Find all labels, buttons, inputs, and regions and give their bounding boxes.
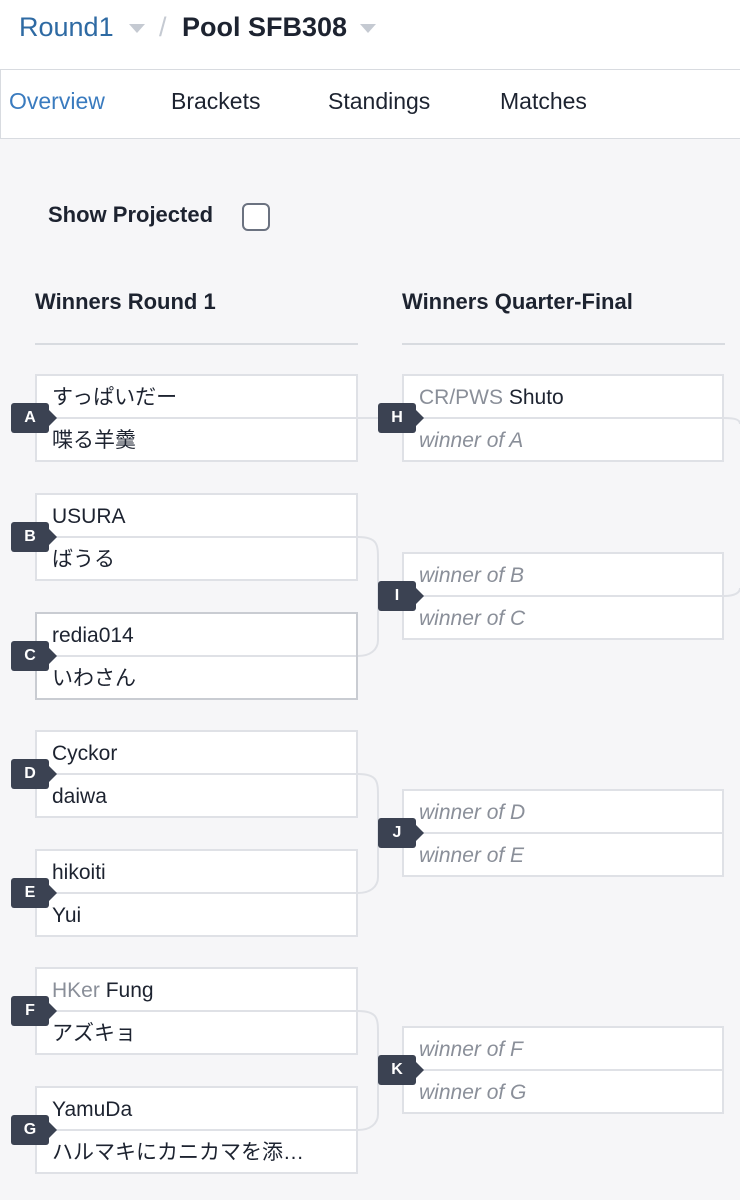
match-c-player-2[interactable]: いわさん	[52, 667, 136, 690]
match-j-player-2[interactable]: winner of E	[419, 844, 525, 867]
match-i[interactable]: winner of B winner of C	[402, 552, 724, 640]
match-h[interactable]: CR/PWS Shuto winner of A	[402, 374, 724, 462]
match-i-badge: I	[378, 581, 424, 611]
connector-out-h	[723, 417, 740, 425]
match-b-player-2[interactable]: ばうる	[52, 548, 115, 571]
pool-selector[interactable]: Pool SFB308	[182, 12, 348, 42]
match-e[interactable]: hikoiti Yui	[35, 849, 358, 937]
connector-out-i	[723, 587, 740, 597]
connector-d-e	[357, 773, 379, 894]
match-g-player-2[interactable]: ハルマキにカニカマを添…	[52, 1141, 304, 1164]
match-f-badge: F	[11, 996, 57, 1026]
match-k[interactable]: winner of F winner of G	[402, 1026, 724, 1114]
tab-matches[interactable]: Matches	[500, 88, 587, 114]
match-i-player-2[interactable]: winner of C	[419, 607, 526, 630]
round-title-winners-quarter-final: Winners Quarter-Final	[402, 289, 633, 314]
match-a[interactable]: すっぱいだー 喋る羊羹	[35, 374, 358, 462]
tab-standings[interactable]: Standings	[328, 88, 431, 114]
player-team-prefix: HKer	[52, 979, 100, 1002]
chevron-down-icon[interactable]	[129, 24, 145, 33]
match-b-player-1[interactable]: USURA	[37, 495, 356, 538]
match-d-badge: D	[11, 759, 57, 789]
match-d-player-1[interactable]: Cyckor	[37, 732, 356, 775]
player-team-prefix: CR/PWS	[419, 386, 503, 409]
round-selector[interactable]: Round1	[19, 12, 114, 42]
match-k-player-1[interactable]: winner of F	[404, 1028, 722, 1071]
match-e-player-1[interactable]: hikoiti	[37, 851, 356, 894]
match-g-badge: G	[11, 1115, 57, 1145]
breadcrumb-bar: Round1 / Pool SFB308	[0, 0, 740, 70]
match-j[interactable]: winner of D winner of E	[402, 789, 724, 877]
match-k-player-2[interactable]: winner of G	[419, 1081, 527, 1104]
match-c[interactable]: redia014 いわさん	[35, 612, 358, 700]
match-g[interactable]: YamuDa ハルマキにカニカマを添…	[35, 1086, 358, 1174]
match-h-badge: H	[378, 403, 424, 433]
match-c-player-1[interactable]: redia014	[37, 614, 356, 657]
match-h-player-2[interactable]: winner of A	[419, 429, 524, 452]
match-k-badge: K	[378, 1055, 424, 1085]
breadcrumb-separator: /	[159, 12, 167, 42]
match-b[interactable]: USURA ばうる	[35, 493, 358, 581]
match-c-badge: C	[11, 641, 57, 671]
match-g-player-1[interactable]: YamuDa	[37, 1088, 356, 1131]
show-projected-label: Show Projected	[48, 202, 214, 227]
chevron-down-icon[interactable]	[360, 24, 376, 33]
match-f[interactable]: HKer Fung アズキョ	[35, 967, 358, 1055]
match-d-player-2[interactable]: daiwa	[52, 785, 107, 808]
match-d[interactable]: Cyckor daiwa	[35, 730, 358, 818]
round-divider	[35, 343, 358, 345]
match-i-player-1[interactable]: winner of B	[404, 554, 722, 597]
match-j-badge: J	[378, 818, 424, 848]
show-projected-checkbox[interactable]	[242, 203, 270, 231]
round-divider	[402, 343, 725, 345]
tab-overview[interactable]: Overview	[9, 88, 105, 114]
match-a-player-2[interactable]: 喋る羊羹	[52, 429, 136, 452]
match-b-badge: B	[11, 522, 57, 552]
match-a-player-1[interactable]: すっぱいだー	[37, 376, 356, 419]
match-f-player-1[interactable]: HKer Fung	[37, 969, 356, 1012]
tab-brackets[interactable]: Brackets	[171, 88, 261, 114]
connector-f-g	[357, 1010, 379, 1131]
match-j-player-1[interactable]: winner of D	[404, 791, 722, 834]
match-e-player-2[interactable]: Yui	[52, 904, 82, 927]
match-h-player-1[interactable]: CR/PWS Shuto	[404, 376, 722, 419]
match-e-badge: E	[11, 878, 57, 908]
tab-bar: Overview Brackets Standings Matches	[0, 70, 740, 139]
match-f-player-2[interactable]: アズキョ	[52, 1022, 136, 1045]
match-a-badge: A	[11, 403, 57, 433]
round-title-winners-round-1: Winners Round 1	[35, 289, 216, 314]
connector-b-c	[357, 536, 379, 657]
